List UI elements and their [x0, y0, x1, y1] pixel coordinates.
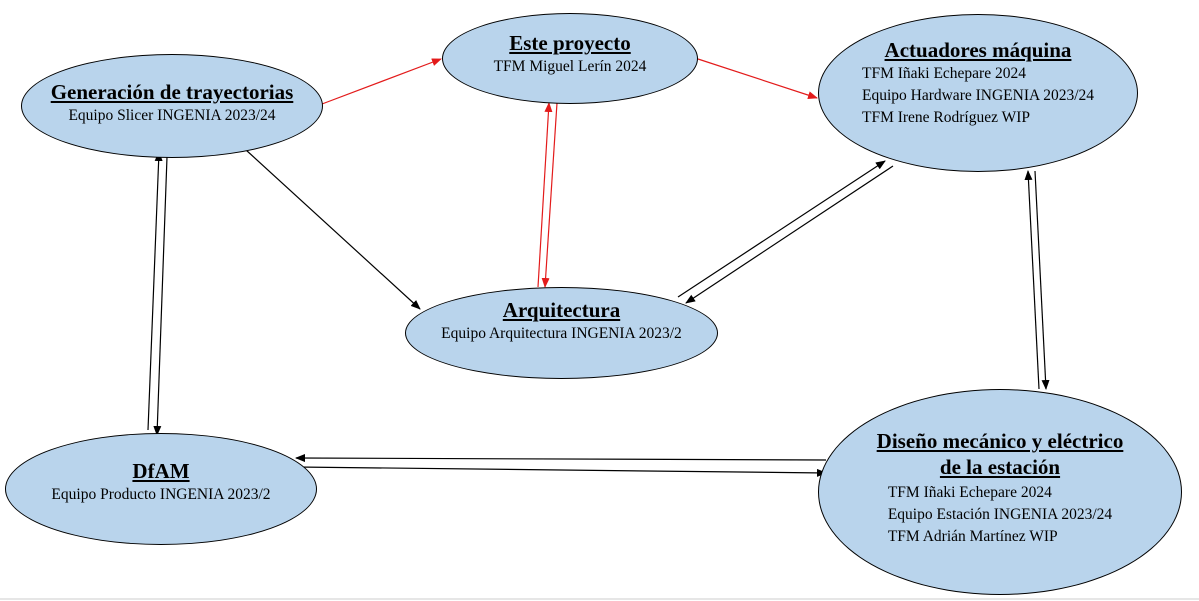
node-line: TFM Adrián Martínez WIP: [887, 528, 1058, 545]
arrow-dfam-to-generacion: [147, 151, 163, 431]
node-line: TFM Iñaki Echepare 2024: [887, 484, 1052, 501]
arrow-arquitectura-to-proyecto: [537, 102, 553, 288]
arrow-proyecto-to-arquitectura: [541, 102, 558, 288]
node-title: de la estación: [939, 455, 1061, 479]
node-line: TFM Miguel Lerín 2024: [493, 58, 647, 75]
node-diseno-mecanico-electrico: Diseño mecánico y eléctrico de la estaci…: [818, 389, 1182, 595]
node-line: Equipo Estación INGENIA 2023/24: [887, 506, 1113, 523]
arrow-generacion-to-arquitectura: [245, 149, 421, 310]
node-line: TFM Iñaki Echepare 2024: [861, 65, 1026, 82]
arrow-dfam-to-diseno: [295, 466, 827, 477]
node-title: Actuadores máquina: [884, 38, 1072, 62]
bottom-divider: [0, 598, 1199, 600]
node-title: Generación de trayectorias: [50, 80, 294, 104]
arrow-generacion-to-dfam: [153, 156, 168, 436]
node-title: Arquitectura: [502, 298, 621, 322]
arrow-actuadores-to-diseno: [1034, 170, 1050, 390]
arrow-arquitectura-to-actuadores: [677, 160, 886, 298]
node-line: Equipo Hardware INGENIA 2023/24: [861, 87, 1094, 104]
node-dfam: DfAM Equipo Producto INGENIA 2023/2: [5, 433, 317, 545]
node-line: TFM Irene Rodríguez WIP: [861, 109, 1031, 126]
node-actuadores-maquina: Actuadores máquina TFM Iñaki Echepare 20…: [818, 14, 1138, 172]
node-line: Equipo Arquitectura INGENIA 2023/2: [441, 325, 682, 342]
node-line: Equipo Slicer INGENIA 2023/24: [68, 107, 276, 124]
node-title: Este proyecto: [509, 31, 631, 55]
node-arquitectura: Arquitectura Equipo Arquitectura INGENIA…: [405, 287, 718, 379]
arrow-actuadores-to-arquitectura: [685, 165, 894, 304]
node-este-proyecto: Este proyecto TFM Miguel Lerín 2024: [442, 13, 698, 104]
arrow-proyecto-to-actuadores: [697, 58, 818, 99]
arrow-generacion-to-proyecto: [321, 58, 442, 105]
arrow-diseno-to-dfam: [295, 454, 827, 463]
node-title: DfAM: [132, 459, 190, 483]
node-line: Equipo Producto INGENIA 2023/2: [51, 486, 271, 503]
node-title: Diseño mecánico y eléctrico: [876, 429, 1124, 453]
arrow-diseno-to-actuadores: [1024, 170, 1040, 390]
node-generacion-trayectorias: Generación de trayectorias Equipo Slicer…: [21, 54, 323, 158]
